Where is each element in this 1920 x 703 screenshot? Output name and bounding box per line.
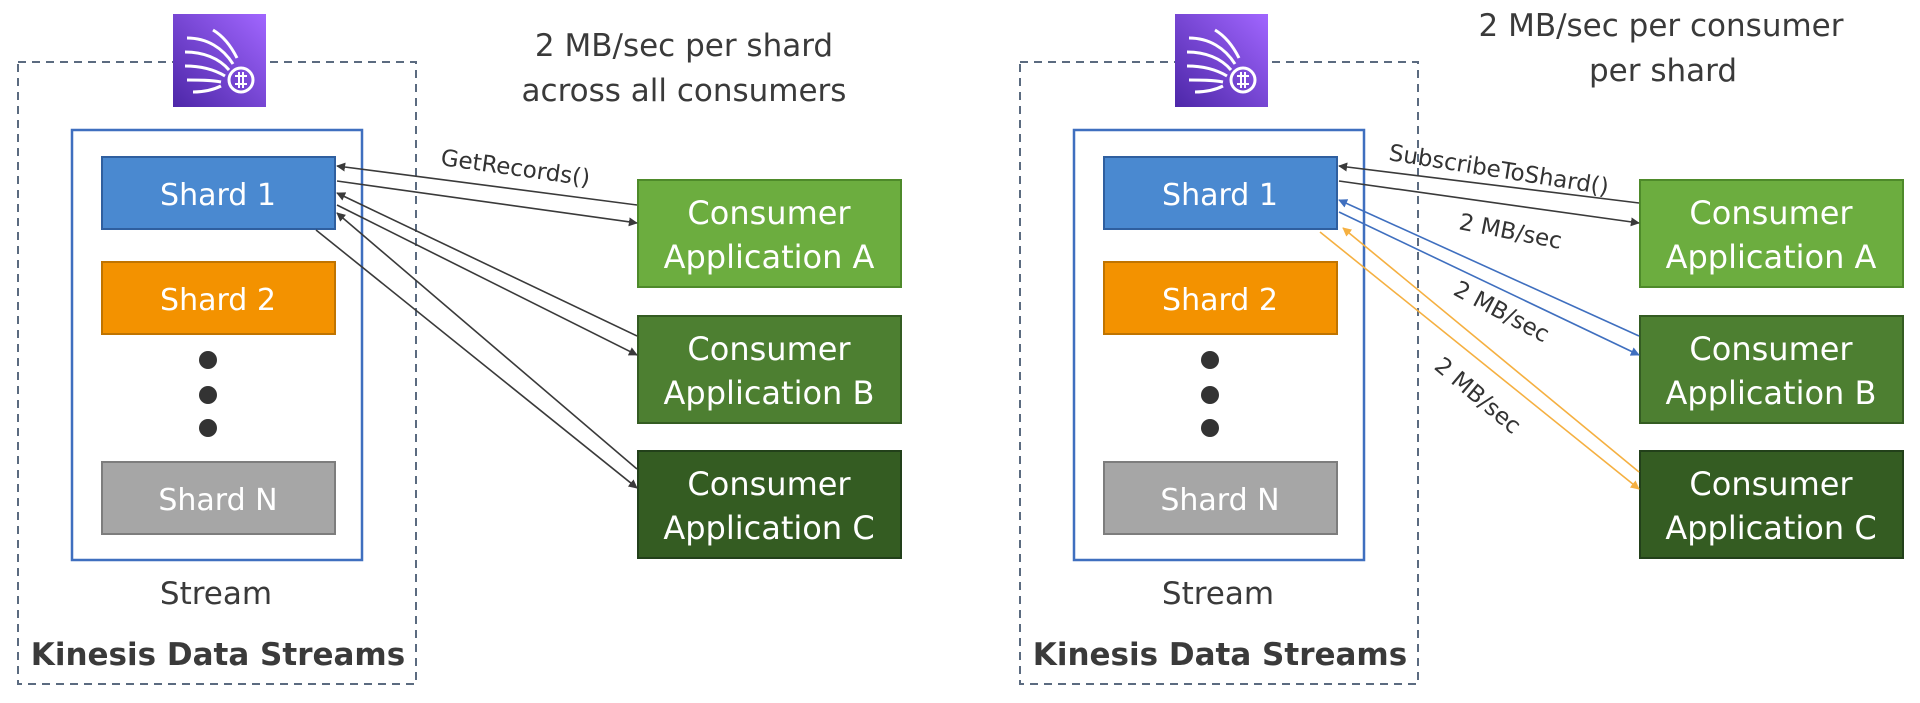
consumer-a[interactable]: Consumer Application A	[637, 179, 902, 288]
consumer-b[interactable]: Consumer Application B	[637, 315, 902, 424]
shard-1-label: Shard 1	[160, 178, 276, 213]
arrow-shard-1-to-consumer-b	[336, 204, 638, 356]
consumer-a-right[interactable]: Consumer Application A	[1639, 179, 1904, 288]
consumer-a-label-1: Consumer	[687, 194, 851, 232]
arrow-shard-1-to-consumer-a	[336, 180, 638, 227]
arrow-shard-1-to-consumer-c	[315, 229, 638, 489]
shard-n-right[interactable]: Shard N	[1103, 461, 1338, 535]
shard-n-label: Shard N	[158, 483, 277, 518]
rate-label-a: 2 MB/sec	[1457, 209, 1564, 254]
shard-1[interactable]: Shard 1	[101, 156, 336, 230]
shard-n-right-label: Shard N	[1160, 483, 1279, 518]
arrow-consumer-a-to-shard-1-right	[1338, 162, 1640, 204]
shard-1-right[interactable]: Shard 1	[1103, 156, 1338, 230]
shard-ellipsis-right	[1201, 351, 1219, 437]
shard-ellipsis	[199, 351, 217, 437]
consumer-b-right[interactable]: Consumer Application B	[1639, 315, 1904, 424]
consumer-c-label-2: Application C	[663, 509, 874, 547]
shard-2-right[interactable]: Shard 2	[1103, 261, 1338, 335]
consumer-c-label-1: Consumer	[687, 465, 851, 503]
rate-label-b: 2 MB/sec	[1449, 276, 1553, 348]
shard-n[interactable]: Shard N	[101, 461, 336, 535]
shard-2-right-label: Shard 2	[1162, 283, 1278, 318]
getrecords-label: GetRecords()	[439, 145, 592, 192]
consumer-a-label-2: Application A	[664, 238, 875, 276]
stream-label: Stream	[160, 576, 272, 612]
left-diagram: Shard 1 Shard 2 Shard N Stream Kinesis D…	[17, 14, 902, 685]
consumer-c-right-label-2: Application C	[1665, 509, 1876, 547]
arrow-consumer-b-to-shard-1	[336, 192, 638, 337]
right-diagram: Shard 1 Shard 2 Shard N Stream Kinesis D…	[1019, 8, 1904, 685]
consumer-a-right-label-2: Application A	[1666, 238, 1877, 276]
consumer-b-label-1: Consumer	[687, 330, 851, 368]
arrow-consumer-b-to-shard-1-right	[1338, 199, 1640, 337]
consumer-c-right-label-1: Consumer	[1689, 465, 1853, 503]
arrow-consumer-a-to-shard-1	[336, 162, 638, 206]
consumer-a-right-label-1: Consumer	[1689, 194, 1853, 232]
arrow-shard-1-to-consumer-a-right	[1338, 180, 1640, 227]
consumer-c-right[interactable]: Consumer Application C	[1639, 450, 1904, 559]
subscribetoshard-label: SubscribeToShard()	[1387, 140, 1610, 200]
kinesis-data-streams-icon-right	[1175, 14, 1268, 107]
subscribe-arrows-a	[1338, 162, 1640, 227]
getrecords-arrows	[315, 162, 638, 489]
consumer-b-label-2: Application B	[664, 374, 875, 412]
service-label: Kinesis Data Streams	[31, 637, 405, 673]
subscribe-arrows-c	[1319, 227, 1640, 490]
consumer-c[interactable]: Consumer Application C	[637, 450, 902, 559]
throughput-header-right-line-2: per shard	[1589, 53, 1737, 89]
throughput-header-line-2: across all consumers	[522, 73, 847, 109]
consumer-b-right-label-1: Consumer	[1689, 330, 1853, 368]
shard-1-right-label: Shard 1	[1162, 178, 1278, 213]
arrow-consumer-c-to-shard-1	[336, 212, 638, 470]
consumer-b-right-label-2: Application B	[1666, 374, 1877, 412]
throughput-header-line-1: 2 MB/sec per shard	[535, 28, 833, 64]
throughput-header-right-line-1: 2 MB/sec per consumer	[1479, 8, 1844, 44]
kinesis-data-streams-icon	[173, 14, 266, 107]
arrow-shard-1-to-consumer-b-right	[1338, 211, 1640, 356]
arrow-consumer-c-to-shard-1-right	[1342, 227, 1640, 473]
shard-2-label: Shard 2	[160, 283, 276, 318]
arrow-shard-1-to-consumer-c-right	[1319, 231, 1640, 490]
subscribe-arrows-b	[1338, 199, 1640, 356]
stream-label-right: Stream	[1162, 576, 1274, 612]
shard-2[interactable]: Shard 2	[101, 261, 336, 335]
service-label-right: Kinesis Data Streams	[1033, 637, 1407, 673]
